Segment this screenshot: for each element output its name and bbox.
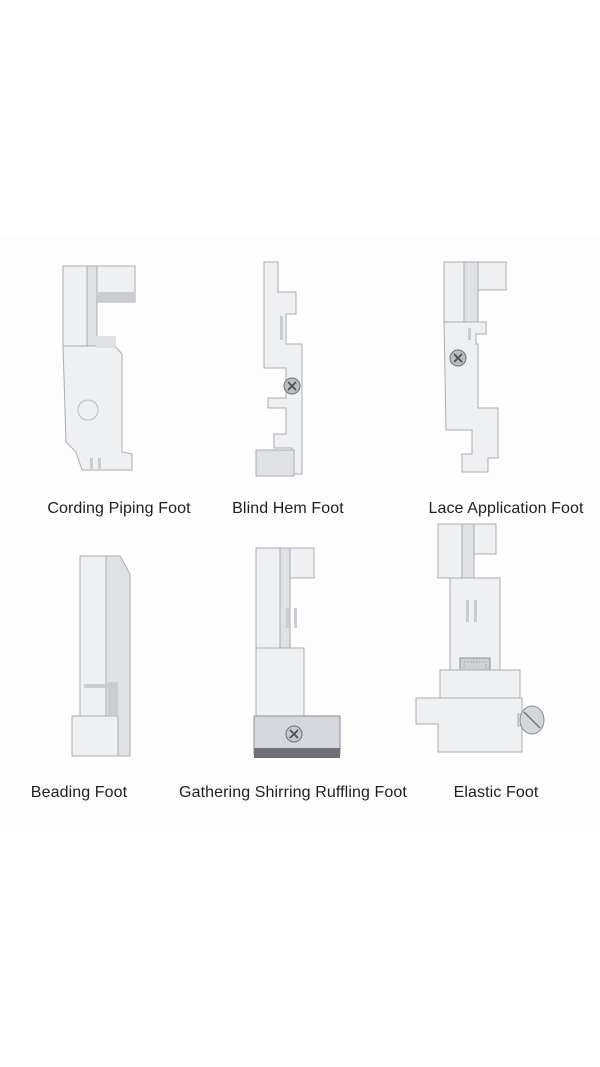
cording-piping-foot-image: [62, 265, 136, 471]
foot-label: Cording Piping Foot: [47, 500, 191, 517]
gathering-shirring-ruffling-foot-image: [253, 547, 341, 758]
foot-label: Elastic Foot: [453, 784, 539, 801]
foot-label: Lace Application Foot: [428, 500, 584, 517]
blind-hem-foot-image: [255, 261, 303, 477]
lace-application-foot-image: [443, 261, 507, 473]
beading-foot-image: [71, 555, 131, 757]
foot-label: Gathering Shirring Ruffling Foot: [179, 784, 407, 801]
foot-label: Beading Foot: [30, 784, 128, 801]
elastic-foot-image: [415, 523, 545, 753]
foot-label: Blind Hem Foot: [232, 500, 344, 517]
